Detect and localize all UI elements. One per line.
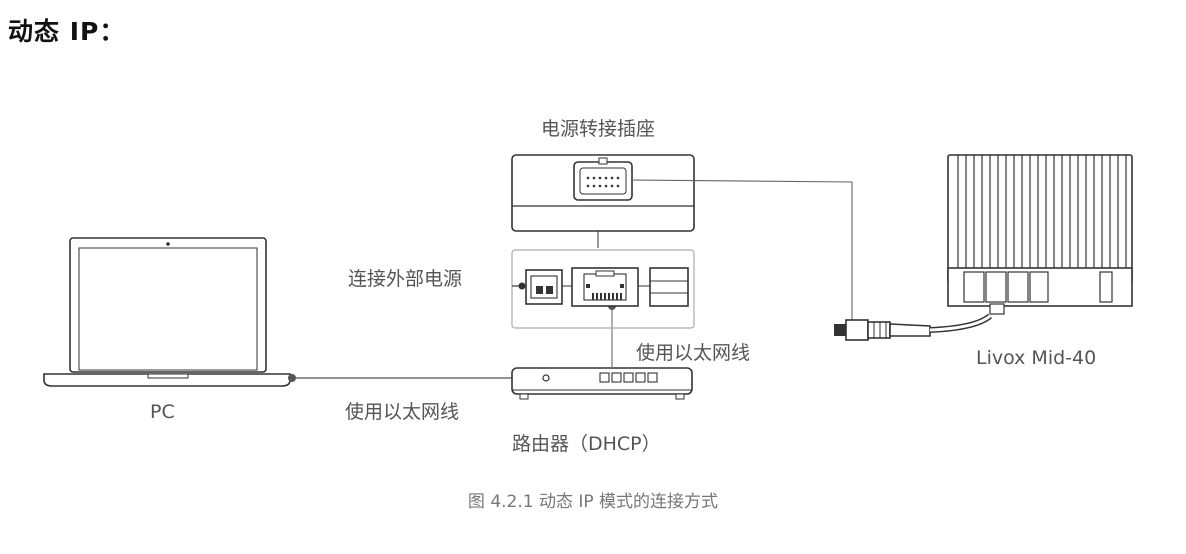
figure-caption: 图 4.2.1 动态 IP 模式的连接方式 <box>467 492 719 512</box>
adapter-ports-frame <box>511 249 695 329</box>
lidar-cable <box>631 179 853 326</box>
section-heading: 动态 IP： <box>8 17 126 46</box>
power-adapter-label: 电源转接插座 <box>541 118 656 140</box>
ethernet-cable-label-left: 使用以太网线 <box>345 401 460 423</box>
adapter-module-icon <box>649 267 689 307</box>
laptop-icon <box>43 237 291 387</box>
ethernet-port-icon <box>571 267 650 307</box>
ethernet-cable-label-right: 使用以太网线 <box>636 342 751 364</box>
router-label: 路由器（DHCP） <box>512 433 661 455</box>
power-adapter-icon <box>511 154 695 248</box>
lidar-connector-icon <box>834 319 931 341</box>
pc-label: PC <box>150 401 175 423</box>
lidar-device-icon <box>947 154 1133 315</box>
external-power-label: 连接外部电源 <box>348 268 463 290</box>
lidar-label: Livox Mid-40 <box>976 347 1097 369</box>
power-port-icon <box>512 269 572 305</box>
router-icon <box>511 367 693 400</box>
